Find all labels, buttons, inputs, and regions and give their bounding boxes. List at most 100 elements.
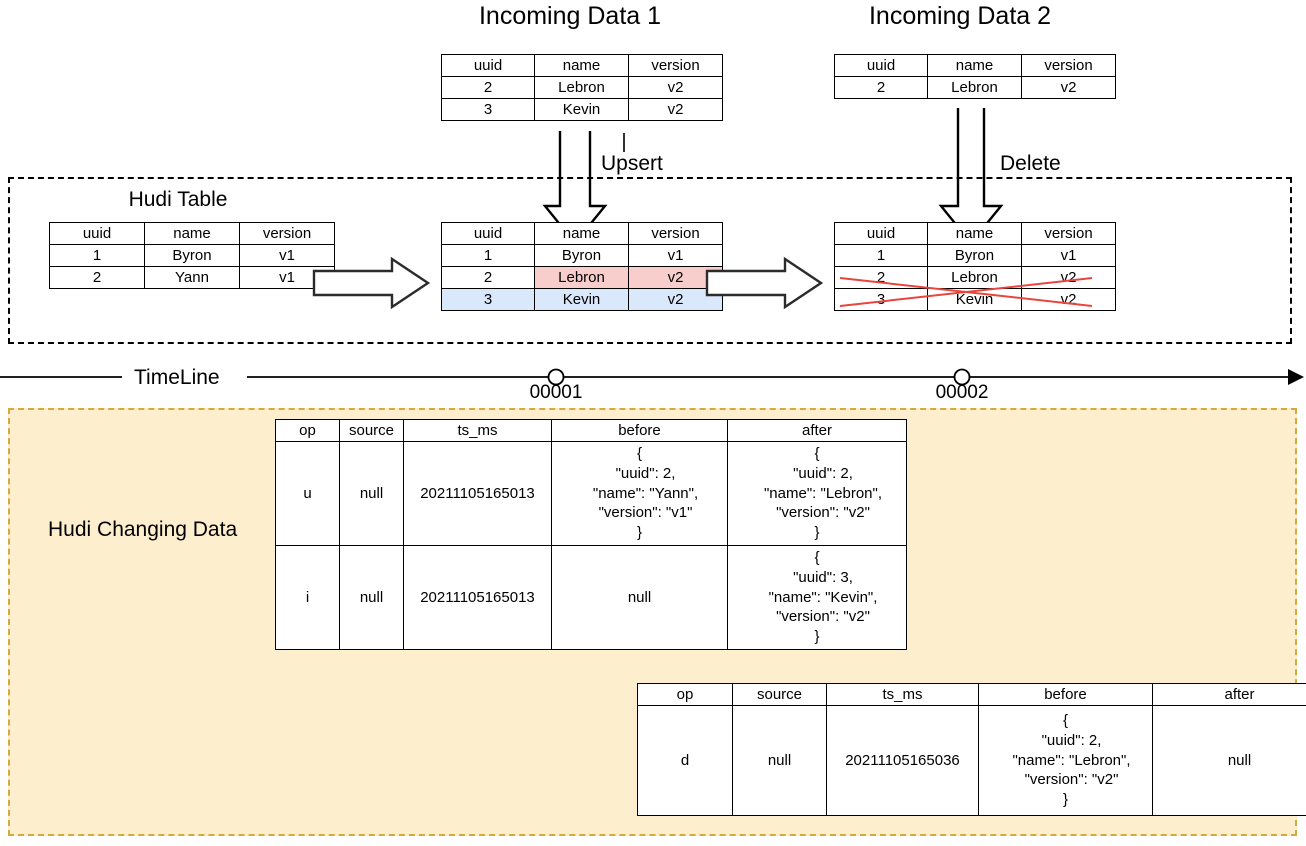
table-header-row: uuid name version <box>441 54 723 77</box>
cell-name: Kevin <box>534 98 629 121</box>
cell-ts-ms: 20211105165013 <box>403 441 552 546</box>
incoming-data-1-title: Incoming Data 1 <box>478 2 662 30</box>
col-before: before <box>978 683 1153 706</box>
hudi-after-upsert-table: uuid name version 1 Byron v1 2 Lebron v2… <box>441 222 723 311</box>
timeline-axis <box>0 368 1304 386</box>
deleted-row-strikethrough-icon <box>839 277 1093 307</box>
cell-after: { "uuid": 3, "name": "Kevin", "version":… <box>727 544 907 650</box>
cell-name: Lebron <box>534 266 629 289</box>
table-header-row: uuid name version <box>834 222 1116 245</box>
col-op: op <box>275 419 340 442</box>
incoming-data-2-table: uuid name version 2 Lebron v2 <box>834 54 1116 99</box>
cell-version: v1 <box>1021 244 1116 267</box>
cell-version: v2 <box>628 288 723 311</box>
col-uuid: uuid <box>441 54 535 77</box>
cell-uuid: 2 <box>834 76 928 99</box>
cell-name: Byron <box>927 244 1022 267</box>
table-header-row: uuid name version <box>834 54 1116 77</box>
cell-name: Lebron <box>534 76 629 99</box>
col-ts-ms: ts_ms <box>403 419 552 442</box>
cell-name: Lebron <box>927 266 1022 289</box>
cdc-table-2: op source ts_ms before after d null 2021… <box>637 683 1306 816</box>
col-ts-ms: ts_ms <box>826 683 979 706</box>
timeline-marker-00001: 00001 <box>529 382 583 403</box>
cell-ts-ms: 20211105165013 <box>403 544 552 650</box>
table-row: u null 20211105165013 { "uuid": 2, "name… <box>275 441 907 546</box>
col-version: version <box>628 54 723 77</box>
cell-version: v1 <box>239 244 335 267</box>
cell-version: v2 <box>628 98 723 121</box>
cell-source: null <box>339 441 404 546</box>
cell-uuid: 1 <box>49 244 145 267</box>
transition-block-arrow-1 <box>312 256 431 310</box>
col-version: version <box>239 222 335 245</box>
col-version: version <box>1021 54 1116 77</box>
cell-uuid: 1 <box>834 244 928 267</box>
delete-label: Delete <box>996 152 1065 176</box>
table-row-inserted: 3 Kevin v2 <box>441 288 723 311</box>
cell-uuid: 3 <box>441 98 535 121</box>
cell-name: Kevin <box>534 288 629 311</box>
col-source: source <box>732 683 827 706</box>
cell-op: u <box>275 441 340 546</box>
table-header-row: uuid name version <box>441 222 723 245</box>
cell-uuid: 2 <box>441 76 535 99</box>
timeline-label: TimeLine <box>128 366 226 390</box>
col-name: name <box>927 54 1022 77</box>
incoming-data-1-table: uuid name version 2 Lebron v2 3 Kevin v2 <box>441 54 723 121</box>
cell-before: { "uuid": 2, "name": "Lebron", "version"… <box>978 705 1153 816</box>
cell-version: v1 <box>239 266 335 289</box>
table-header-row: uuid name version <box>49 222 335 245</box>
col-uuid: uuid <box>441 222 535 245</box>
timeline-marker-00002: 00002 <box>935 382 989 403</box>
col-op: op <box>637 683 733 706</box>
table-row-deleted: 2 Lebron v2 <box>834 266 1116 289</box>
cell-uuid: 2 <box>441 266 535 289</box>
cdc-table-1: op source ts_ms before after u null 2021… <box>275 419 907 650</box>
table-row: i null 20211105165013 null { "uuid": 3, … <box>275 544 907 650</box>
cell-ts-ms: 20211105165036 <box>826 705 979 816</box>
cell-name: Yann <box>144 266 240 289</box>
table-header-row: op source ts_ms before after <box>275 419 907 442</box>
col-name: name <box>927 222 1022 245</box>
upsert-label: Upsert <box>597 152 667 176</box>
table-row: 2 Lebron v2 <box>834 76 1116 99</box>
cell-version: v2 <box>628 266 723 289</box>
col-after: after <box>727 419 907 442</box>
cell-source: null <box>339 544 404 650</box>
cell-uuid: 2 <box>49 266 145 289</box>
col-source: source <box>339 419 404 442</box>
transition-block-arrow-2 <box>705 256 824 310</box>
hudi-table-container <box>8 177 1292 344</box>
hudi-changing-data-label: Hudi Changing Data <box>48 518 238 541</box>
hudi-initial-table: uuid name version 1 Byron v1 2 Yann v1 <box>49 222 335 289</box>
col-version: version <box>1021 222 1116 245</box>
table-row: 3 Kevin v2 <box>441 98 723 121</box>
hudi-table-title: Hudi Table <box>50 188 306 212</box>
cell-name: Byron <box>534 244 629 267</box>
cell-version: v2 <box>1021 76 1116 99</box>
cell-after: null <box>1152 705 1306 816</box>
table-row: 1 Byron v1 <box>441 244 723 267</box>
hudi-after-delete-table: uuid name version 1 Byron v1 2 Lebron v2… <box>834 222 1116 311</box>
cell-source: null <box>732 705 827 816</box>
cell-op: i <box>275 544 340 650</box>
cell-uuid: 2 <box>834 266 928 289</box>
col-version: version <box>628 222 723 245</box>
col-uuid: uuid <box>49 222 145 245</box>
cell-before: { "uuid": 2, "name": "Yann", "version": … <box>551 441 728 546</box>
col-before: before <box>551 419 728 442</box>
incoming-data-2-title: Incoming Data 2 <box>868 2 1052 30</box>
cell-name: Lebron <box>927 76 1022 99</box>
cell-version: v2 <box>628 76 723 99</box>
cell-uuid: 1 <box>441 244 535 267</box>
table-header-row: op source ts_ms before after <box>637 683 1306 706</box>
cell-after: { "uuid": 2, "name": "Lebron", "version"… <box>727 441 907 546</box>
col-name: name <box>144 222 240 245</box>
cell-before: null <box>551 544 728 650</box>
table-row: 1 Byron v1 <box>49 244 335 267</box>
col-name: name <box>534 54 629 77</box>
cell-version: v1 <box>628 244 723 267</box>
cell-uuid: 3 <box>441 288 535 311</box>
col-name: name <box>534 222 629 245</box>
